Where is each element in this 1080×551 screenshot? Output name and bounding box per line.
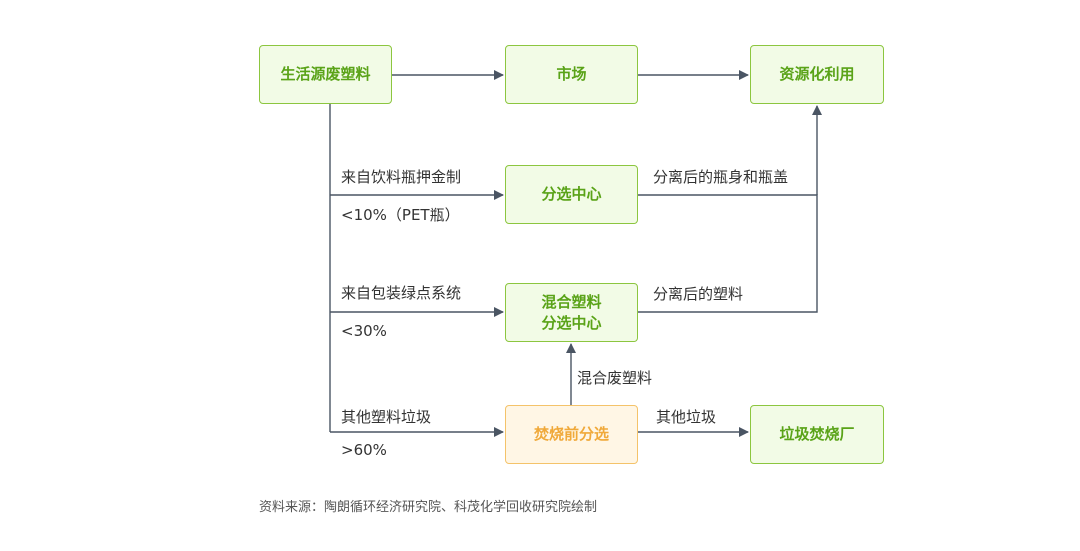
label-deposit-share: <10%（PET瓶） [341,206,460,224]
node-mixed-plastic-line1: 混合塑料 [541,292,602,311]
label-separated-bottles: 分离后的瓶身和瓶盖 [653,168,789,186]
arrow-separated-to-resource [638,194,818,313]
node-resource-utilization-label: 资源化利用 [779,65,855,83]
node-mixed-plastic-line2: 分选中心 [541,313,602,332]
node-household-plastic-label: 生活源废塑料 [280,65,371,83]
label-green-dot-share: <30% [341,322,387,340]
label-separated-plastic: 分离后的塑料 [653,285,744,303]
node-sorting-center-label: 分选中心 [541,185,602,203]
node-household-plastic: 生活源废塑料 [259,45,392,104]
node-incineration-plant: 垃圾焚烧厂 [750,405,884,464]
label-deposit-source: 来自饮料瓶押金制 [341,168,462,186]
node-resource-utilization: 资源化利用 [750,45,884,104]
node-pre-incineration-sorting: 焚烧前分选 [505,405,638,464]
label-mixed-waste-plastic: 混合废塑料 [577,369,653,387]
label-other-waste-source: 其他塑料垃圾 [341,408,432,426]
node-incineration-plant-label: 垃圾焚烧厂 [779,425,855,443]
node-market-label: 市场 [556,65,587,83]
node-sorting-center: 分选中心 [505,165,638,224]
label-other-garbage: 其他垃圾 [656,408,717,426]
source-note: 资料来源：陶朗循环经济研究院、科茂化学回收研究院绘制 [259,500,598,515]
label-green-dot-source: 来自包装绿点系统 [341,284,462,302]
node-mixed-plastic-sorting-center: 混合塑料 分选中心 [505,283,638,342]
node-pre-incineration-label: 焚烧前分选 [533,425,609,443]
label-other-waste-share: >60% [341,441,387,459]
node-market: 市场 [505,45,638,104]
